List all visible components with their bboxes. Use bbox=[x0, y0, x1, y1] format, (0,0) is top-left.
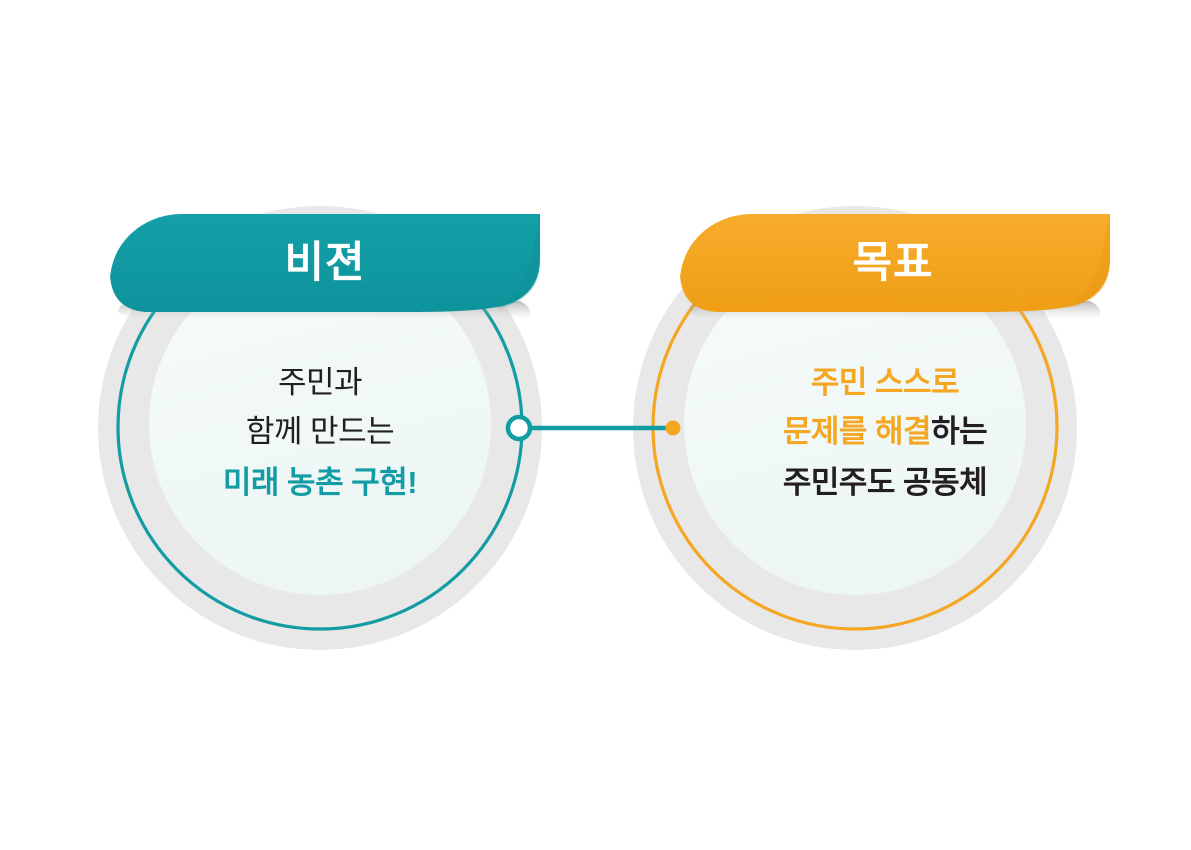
goal-body-line-1: 주민 스스로 bbox=[811, 365, 959, 400]
goal-body-line-2: 문제를 해결하는 bbox=[783, 414, 987, 449]
connector-dot-right bbox=[665, 420, 681, 436]
connector bbox=[505, 414, 681, 442]
goal-body-line-3: 주민주도 공동체 bbox=[783, 465, 987, 500]
vision-tab-tail bbox=[498, 214, 540, 308]
goal-accent-text-2: 문제를 해결 bbox=[783, 414, 931, 449]
vision-tab-label: 비젼 bbox=[284, 239, 365, 287]
node-goal[interactable]: 목표 주민 스스로 문제를 해결하는 주민주도 공동체 bbox=[633, 206, 1110, 650]
goal-tab-shape bbox=[680, 214, 1110, 312]
goal-dark-text-2: 하는 bbox=[931, 414, 987, 449]
connector-ring-left bbox=[505, 414, 533, 442]
vision-inner-fill bbox=[149, 253, 491, 595]
goal-inner-fill bbox=[684, 253, 1026, 595]
vision-accent-text: 미래 농촌 구현! bbox=[223, 465, 417, 500]
vision-tab-shape bbox=[110, 214, 540, 312]
node-vision[interactable]: 비젼 주민과 함께 만드는 미래 농촌 구현! bbox=[98, 206, 542, 650]
vision-body-line-3: 미래 농촌 구현! bbox=[223, 465, 417, 500]
goal-accent-text-1: 주민 스스로 bbox=[811, 365, 959, 400]
goal-tab-tail bbox=[1068, 214, 1110, 308]
vision-body-line-1: 주민과 bbox=[278, 365, 362, 400]
vision-body-line-2: 함께 만드는 bbox=[246, 414, 394, 449]
goal-tab-label: 목표 bbox=[852, 239, 933, 287]
